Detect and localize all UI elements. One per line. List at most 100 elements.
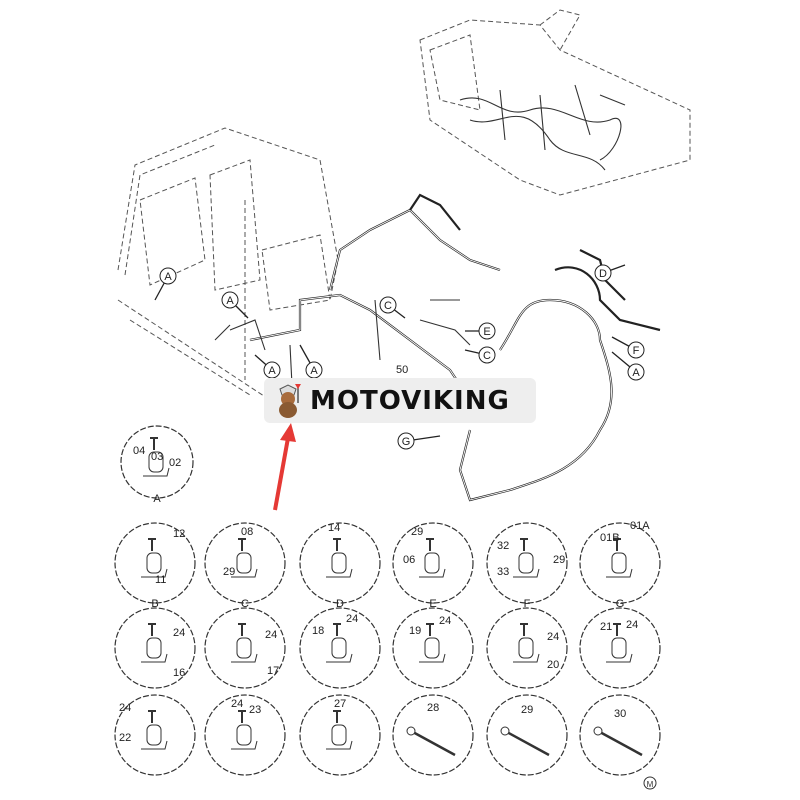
detail-letter: G [616,598,625,610]
detail-view-d: 14D [299,522,381,610]
detail-view-14: 24 22 [114,694,196,776]
part-number: 12 [173,528,185,540]
part-number: 29 [411,526,423,538]
callout-a: A [299,344,323,379]
overview-excavator [419,9,691,196]
part-number: 06 [403,554,415,566]
detail-view-19: 30 [579,694,661,776]
callout-letter: D [599,268,607,280]
detail-view-e: 29 06E [392,522,474,610]
callout-letter: G [402,436,411,448]
part-illustration-icon [593,726,643,757]
detail-letter: F [524,598,531,610]
part-illustration-icon [406,726,456,757]
part-number: 22 [119,732,131,744]
detail-letter: C [241,598,249,610]
callout-a: A [154,267,177,301]
part-illustration-icon [513,623,540,663]
part-illustration-icon [141,623,168,663]
part-number: 24 [547,631,559,643]
part-illustration-icon [231,710,258,750]
part-number: 04 [133,445,145,457]
callout-f: F [611,336,645,359]
detail-view-c: 08 29C [204,522,286,610]
part-illustration-icon [326,623,353,663]
main-excavator-cab [117,127,339,401]
part-illustration-icon [231,538,258,578]
detail-letter: A [153,493,161,505]
part-number: 30 [614,708,626,720]
part-illustration-icon [143,437,170,477]
part-number: 24 [346,613,358,625]
detail-view-16: 27 [299,694,381,776]
part-number: 16 [173,667,185,679]
part-number: 01A [630,520,650,532]
callout-a: A [254,354,281,379]
part-number: 01B [600,532,620,544]
callout-letter: F [633,345,640,357]
part-number: 28 [427,702,439,714]
callout-e: E [465,322,496,340]
callout-letter: A [226,295,234,307]
red-arrow-icon [273,423,296,511]
callout-letter: A [268,365,276,377]
part-number: 21 [600,621,612,633]
wire-harness [214,193,661,502]
part-illustration-icon [231,623,258,663]
part-illustration-icon [141,710,168,750]
part-number: 14 [328,522,340,534]
part-number: 29 [223,566,235,578]
part-number: 24 [439,615,451,627]
part-number: 23 [249,704,261,716]
callout-c: C [464,346,496,364]
detail-view-a: 04 03 02A [120,425,194,505]
callout-letter: C [483,350,491,362]
callout-a: A [221,291,249,319]
watermark-banner: MOTOVIKING [264,378,536,423]
part-illustration-icon [419,538,446,578]
part-number: 33 [497,566,509,578]
part-illustration-icon [606,623,633,663]
callout-d: D [594,264,626,282]
callout-letter: C [384,300,392,312]
part-number: 17 [267,665,279,677]
callout-g: G [397,432,441,450]
part-number: 27 [334,698,346,710]
detail-letter: D [336,598,344,610]
callout-a: A [611,351,645,381]
detail-view-g: 01A 01B G [579,520,661,610]
watermark-text: MOTOVIKING [310,385,510,416]
corner-mark: M [647,780,654,789]
callout-letter: A [164,271,172,283]
part-number: 24 [265,629,277,641]
detail-letter: E [429,598,436,610]
part-number: 24 [173,627,185,639]
callout-letter: A [310,365,318,377]
detail-view-17: 28 [392,694,474,776]
part-illustration-icon [141,538,168,578]
part-number: 08 [241,526,253,538]
part-illustration-icon [500,726,550,757]
viking-logo-icon [279,383,301,418]
part-number: 19 [409,625,421,637]
part-number: 29 [521,704,533,716]
part-illustration-icon [513,538,540,578]
harness-part-number: 50 [396,364,408,376]
detail-view-8: 24 16 [114,607,196,689]
part-number: 02 [169,457,181,469]
detail-view-9: 24 17 [204,607,286,689]
part-number: 18 [312,625,324,637]
detail-view-18: 29 [486,694,568,776]
part-number: 29 [553,554,565,566]
part-number: 24 [119,702,131,714]
detail-letter: B [151,598,158,610]
part-number: 03 [151,451,163,463]
part-number: 24 [231,698,243,710]
part-illustration-icon [326,538,353,578]
